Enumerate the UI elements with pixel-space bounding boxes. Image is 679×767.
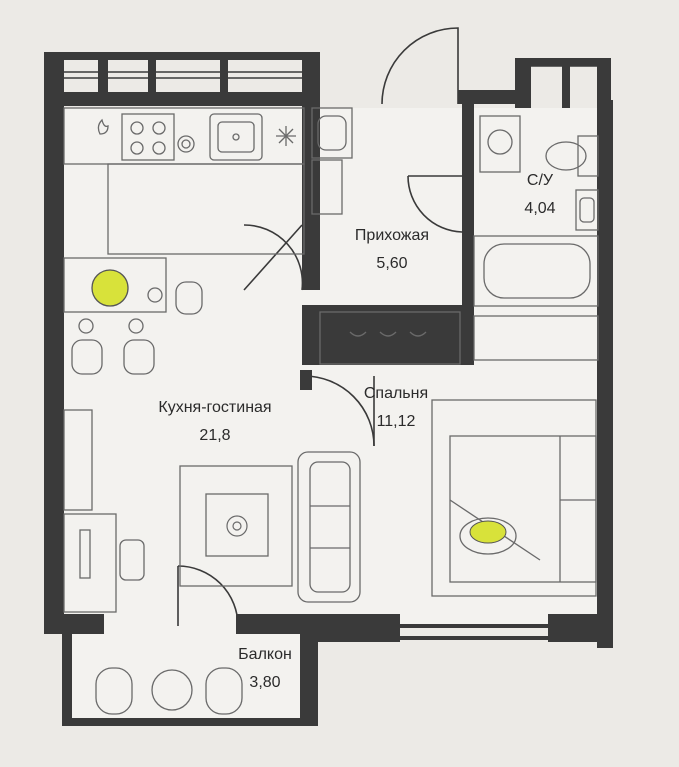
- balcony-furniture: [95, 667, 243, 715]
- room-area: 21,8: [199, 427, 231, 444]
- bathtub-icon: [473, 235, 599, 307]
- wardrobe-icon: [311, 107, 461, 365]
- washbasin-icon: [479, 115, 599, 231]
- cat-icon: [459, 517, 517, 555]
- walls: [44, 52, 613, 726]
- window-lines: [62, 65, 597, 718]
- room-area: 3,80: [249, 674, 281, 691]
- room-name: С/У: [526, 172, 554, 189]
- room-label-bedroom: Спальня 11,12: [346, 385, 446, 431]
- plant-icon: [226, 515, 248, 537]
- room-label-bathroom: С/У 4,04: [508, 172, 572, 218]
- sofa-icon: [179, 451, 361, 603]
- room-name: Кухня-гостиная: [158, 399, 272, 416]
- room-label-kitchen: Кухня-гостиная 21,8: [140, 399, 290, 445]
- room-area: 5,60: [376, 255, 408, 272]
- kitchen-counter: [63, 107, 305, 255]
- balcony-floor: [70, 628, 310, 723]
- doors: [177, 27, 463, 627]
- room-name: Спальня: [363, 385, 429, 402]
- room-label-hallway: Прихожая 5,60: [336, 227, 448, 273]
- room-area: 4,04: [524, 200, 556, 217]
- room-label-balcony: Балкон 3,80: [230, 646, 300, 692]
- room-name: Прихожая: [354, 227, 430, 244]
- desk-icon: [63, 409, 145, 613]
- room-area: 11,12: [376, 413, 416, 430]
- toilet-icon: [545, 135, 599, 177]
- room-name: Балкон: [238, 646, 292, 663]
- stove-icon: [121, 113, 175, 161]
- fridge-icon: [276, 126, 296, 146]
- sink-icon: [209, 113, 263, 161]
- table-icon: [63, 257, 203, 375]
